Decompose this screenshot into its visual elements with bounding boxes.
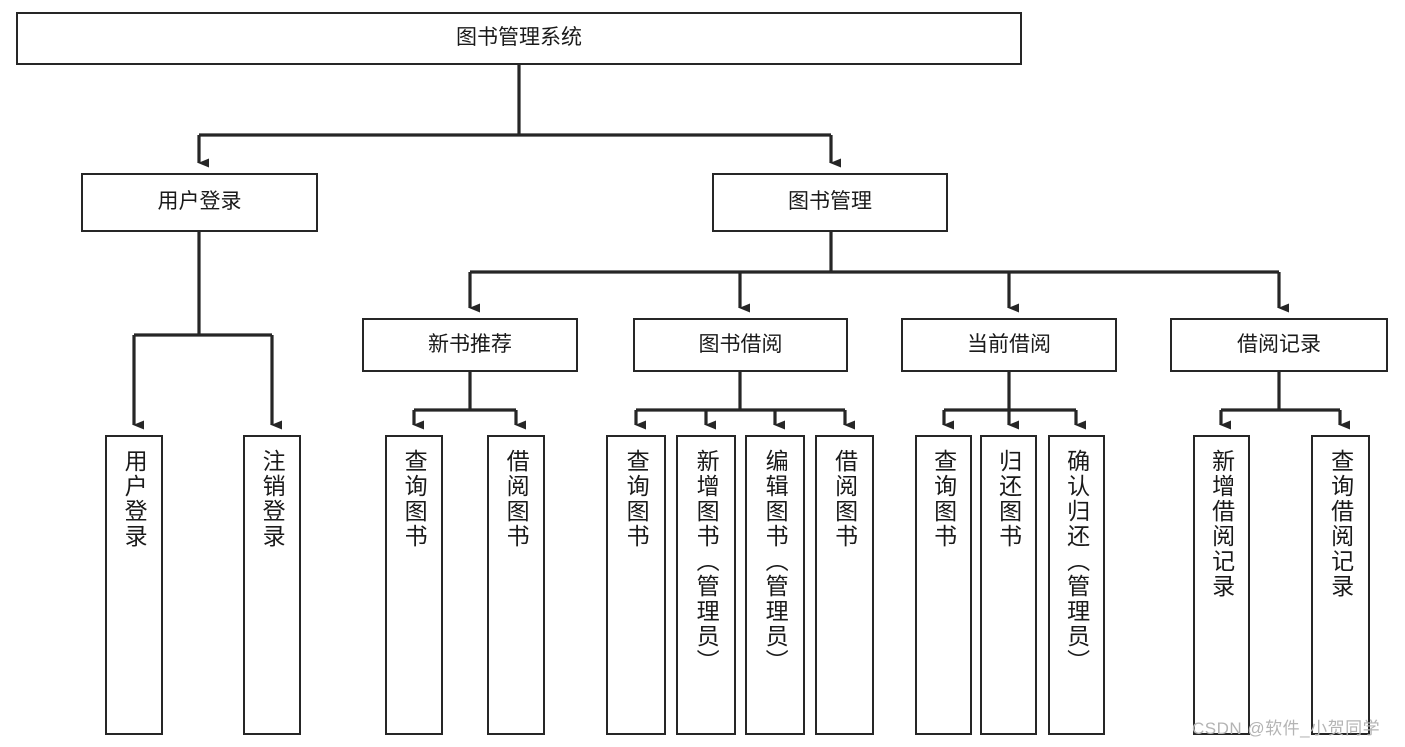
node-leaf-borrow-book-recommend[interactable]: 借阅图书 [487, 435, 545, 735]
node-root-system[interactable]: 图书管理系统 [16, 12, 1022, 65]
node-borrow-record[interactable]: 借阅记录 [1170, 318, 1388, 372]
node-book-borrow-label: 图书借阅 [698, 332, 783, 356]
node-leaf-logout-label: 注销登录 [259, 449, 286, 549]
node-leaf-user-login[interactable]: 用户登录 [105, 435, 163, 735]
node-leaf-query-book-current-label: 查询图书 [930, 449, 957, 549]
node-leaf-return-book[interactable]: 归还图书 [980, 435, 1037, 735]
node-user-login-label: 用户登录 [157, 190, 242, 214]
node-book-management-label: 图书管理 [788, 190, 872, 214]
node-leaf-query-book-recommend-label: 查询图书 [401, 449, 428, 549]
node-current-borrow-label: 当前借阅 [967, 332, 1051, 356]
node-user-login[interactable]: 用户登录 [81, 173, 318, 232]
node-leaf-return-book-label: 归还图书 [995, 449, 1022, 549]
node-book-management[interactable]: 图书管理 [712, 173, 948, 232]
node-leaf-borrow-book[interactable]: 借阅图书 [815, 435, 874, 735]
node-leaf-query-borrow-record-label: 查询借阅记录 [1327, 449, 1354, 599]
node-current-borrow[interactable]: 当前借阅 [901, 318, 1117, 372]
node-leaf-query-borrow-record[interactable]: 查询借阅记录 [1311, 435, 1370, 735]
node-leaf-add-borrow-record-label: 新增借阅记录 [1208, 449, 1235, 599]
node-leaf-query-book-borrow[interactable]: 查询图书 [606, 435, 666, 735]
node-leaf-edit-book-admin-label: 编辑图书（管理员） [762, 449, 789, 674]
node-book-borrow[interactable]: 图书借阅 [633, 318, 848, 372]
node-leaf-add-borrow-record[interactable]: 新增借阅记录 [1193, 435, 1250, 735]
node-leaf-logout[interactable]: 注销登录 [243, 435, 301, 735]
node-leaf-borrow-book-recommend-label: 借阅图书 [503, 449, 530, 549]
node-leaf-query-book-borrow-label: 查询图书 [623, 449, 650, 549]
csdn-watermark: CSDN @软件_小贺同学 [1192, 719, 1381, 738]
node-leaf-add-book-admin-label: 新增图书（管理员） [693, 449, 720, 674]
node-leaf-edit-book-admin[interactable]: 编辑图书（管理员） [745, 435, 805, 735]
node-leaf-confirm-return-admin[interactable]: 确认归还（管理员） [1048, 435, 1105, 735]
node-leaf-user-login-label: 用户登录 [121, 449, 148, 549]
node-leaf-confirm-return-admin-label: 确认归还（管理员） [1063, 449, 1090, 674]
node-leaf-add-book-admin[interactable]: 新增图书（管理员） [676, 435, 736, 735]
node-leaf-query-book-current[interactable]: 查询图书 [915, 435, 972, 735]
node-borrow-record-label: 借阅记录 [1237, 332, 1321, 356]
node-new-book-recommend[interactable]: 新书推荐 [362, 318, 578, 372]
node-root-label: 图书管理系统 [456, 26, 582, 50]
node-new-book-recommend-label: 新书推荐 [428, 332, 512, 356]
node-leaf-borrow-book-label: 借阅图书 [831, 449, 858, 549]
node-leaf-query-book-recommend[interactable]: 查询图书 [385, 435, 443, 735]
